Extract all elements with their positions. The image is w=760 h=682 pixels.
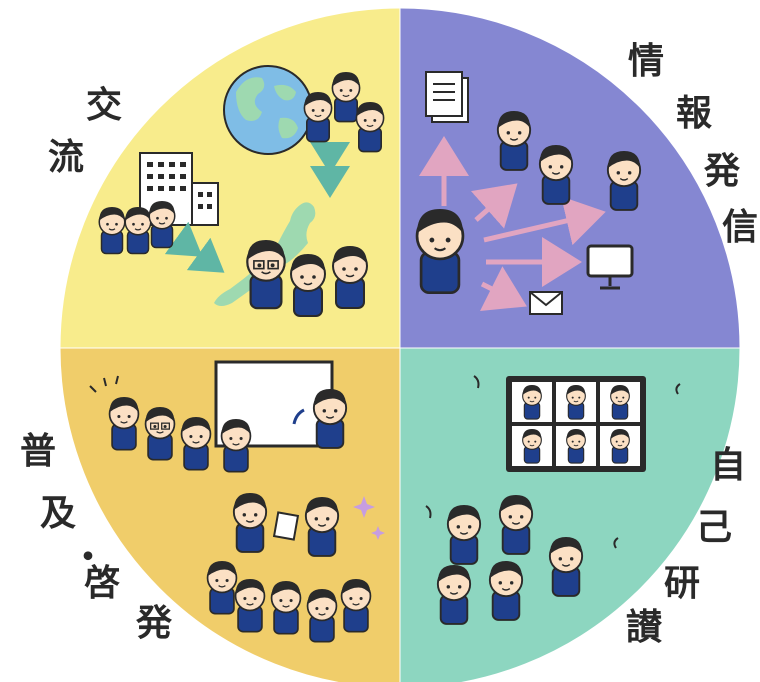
person-figure xyxy=(498,495,534,555)
mail-icon xyxy=(529,291,563,315)
speech-marks xyxy=(89,375,119,393)
person-figure xyxy=(144,407,176,461)
globe-illustration xyxy=(223,65,313,155)
label-outreach-char-2: 及 xyxy=(40,493,77,534)
person-figure xyxy=(304,497,340,557)
person-figure xyxy=(446,505,482,565)
arrow-to-mail xyxy=(479,266,527,311)
label-info-char-3: 発 xyxy=(704,151,741,192)
people-figures xyxy=(98,72,642,643)
person-figure xyxy=(566,429,586,464)
person-figure xyxy=(340,579,372,633)
person-figure xyxy=(246,240,286,310)
person-figure xyxy=(331,72,361,123)
label-info-char-4: 信 xyxy=(722,207,759,248)
person-figure xyxy=(270,581,302,635)
label-exchange-char-2: 流 xyxy=(48,137,85,178)
person-figure xyxy=(290,254,326,317)
label-selfstudy-char-2: 己 xyxy=(696,507,733,548)
person-figure xyxy=(522,385,542,420)
label-outreach-char-3: ・ xyxy=(70,537,107,578)
label-selfstudy-char-4: 讃 xyxy=(626,607,663,648)
pointer-stick xyxy=(292,408,305,425)
person-figure xyxy=(610,385,630,420)
person-figure xyxy=(180,417,212,471)
person-figure xyxy=(98,207,126,255)
person-figure xyxy=(232,493,268,553)
person-figure xyxy=(610,429,630,464)
person-figure xyxy=(312,389,348,449)
person-figure xyxy=(220,419,252,473)
label-selfstudy-char-3: 研 xyxy=(664,563,701,604)
arrow-to-person-a xyxy=(470,183,518,229)
document-icon xyxy=(425,71,469,123)
monitor-icon xyxy=(586,244,634,290)
label-exchange-char-1: 交 xyxy=(86,85,123,126)
label-outreach-char-1: 普 xyxy=(20,431,57,472)
japan-map-illustration xyxy=(214,202,316,306)
person-figure xyxy=(488,561,524,621)
exchange-arrow-diagonal xyxy=(164,221,225,273)
person-figure xyxy=(108,397,140,451)
person-figure xyxy=(206,561,238,615)
sparkle-icon xyxy=(353,496,385,540)
person-figure xyxy=(124,207,152,255)
person-figure xyxy=(415,209,465,295)
person-figure xyxy=(436,565,472,625)
arrow-to-person-c xyxy=(483,196,606,246)
person-figure xyxy=(538,145,574,205)
broadcast-arrows xyxy=(419,136,606,311)
person-figure xyxy=(548,537,584,597)
sparkle-marks xyxy=(425,375,681,549)
person-figure xyxy=(148,201,176,249)
label-info-char-1: 情 xyxy=(628,41,665,82)
person-figure xyxy=(306,589,338,643)
person-figure xyxy=(355,102,385,153)
person-figure xyxy=(496,111,532,171)
label-selfstudy-char-1: 自 xyxy=(710,445,747,486)
label-outreach-char-5: 発 xyxy=(136,603,173,644)
person-figure xyxy=(522,429,542,464)
person-figure xyxy=(234,579,266,633)
handout-paper xyxy=(272,511,300,541)
person-figure xyxy=(606,151,642,211)
label-outreach-char-4: 啓 xyxy=(84,563,121,604)
person-figure xyxy=(332,246,368,309)
person-figure xyxy=(303,92,333,143)
person-figure xyxy=(566,385,586,420)
label-info-char-2: 報 xyxy=(676,93,713,134)
